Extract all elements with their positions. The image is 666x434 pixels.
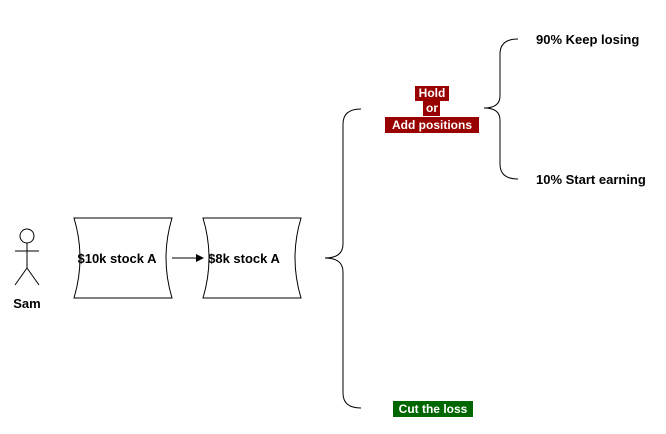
cut-highlight [393,401,473,417]
stock-after-node: $8k stock A [202,217,302,299]
outcome-keep-losing: 90% Keep losing [536,32,639,47]
cut-label: Cut the loss [399,402,468,416]
stock-before-node: $10k stock A [73,217,173,299]
stock-before-label: $10k stock A [77,251,157,266]
cut-option: Cut the loss [393,401,473,417]
hold-label-line1: Hold [419,86,446,100]
hold-highlight-line3 [385,117,479,133]
hold-label-line3: Add positions [392,118,472,132]
outcomes-brace [483,38,519,180]
stock-after-label: $8k stock A [208,251,280,266]
hold-label-line2: or [426,101,438,115]
actor-leg-left [14,267,28,286]
hold-option: Hold or Add positions [385,86,479,133]
hold-highlight-line1 [415,86,449,101]
actor-sam: Sam [13,228,41,311]
stock-before-shape [73,217,173,299]
actor-name: Sam [13,296,40,311]
hold-highlight-line2 [423,101,440,116]
stock-after-shape [202,217,302,299]
actor-head [19,228,35,244]
actor-leg-right [26,267,40,286]
outcome-start-earning: 10% Start earning [536,172,646,187]
options-brace [324,108,362,409]
